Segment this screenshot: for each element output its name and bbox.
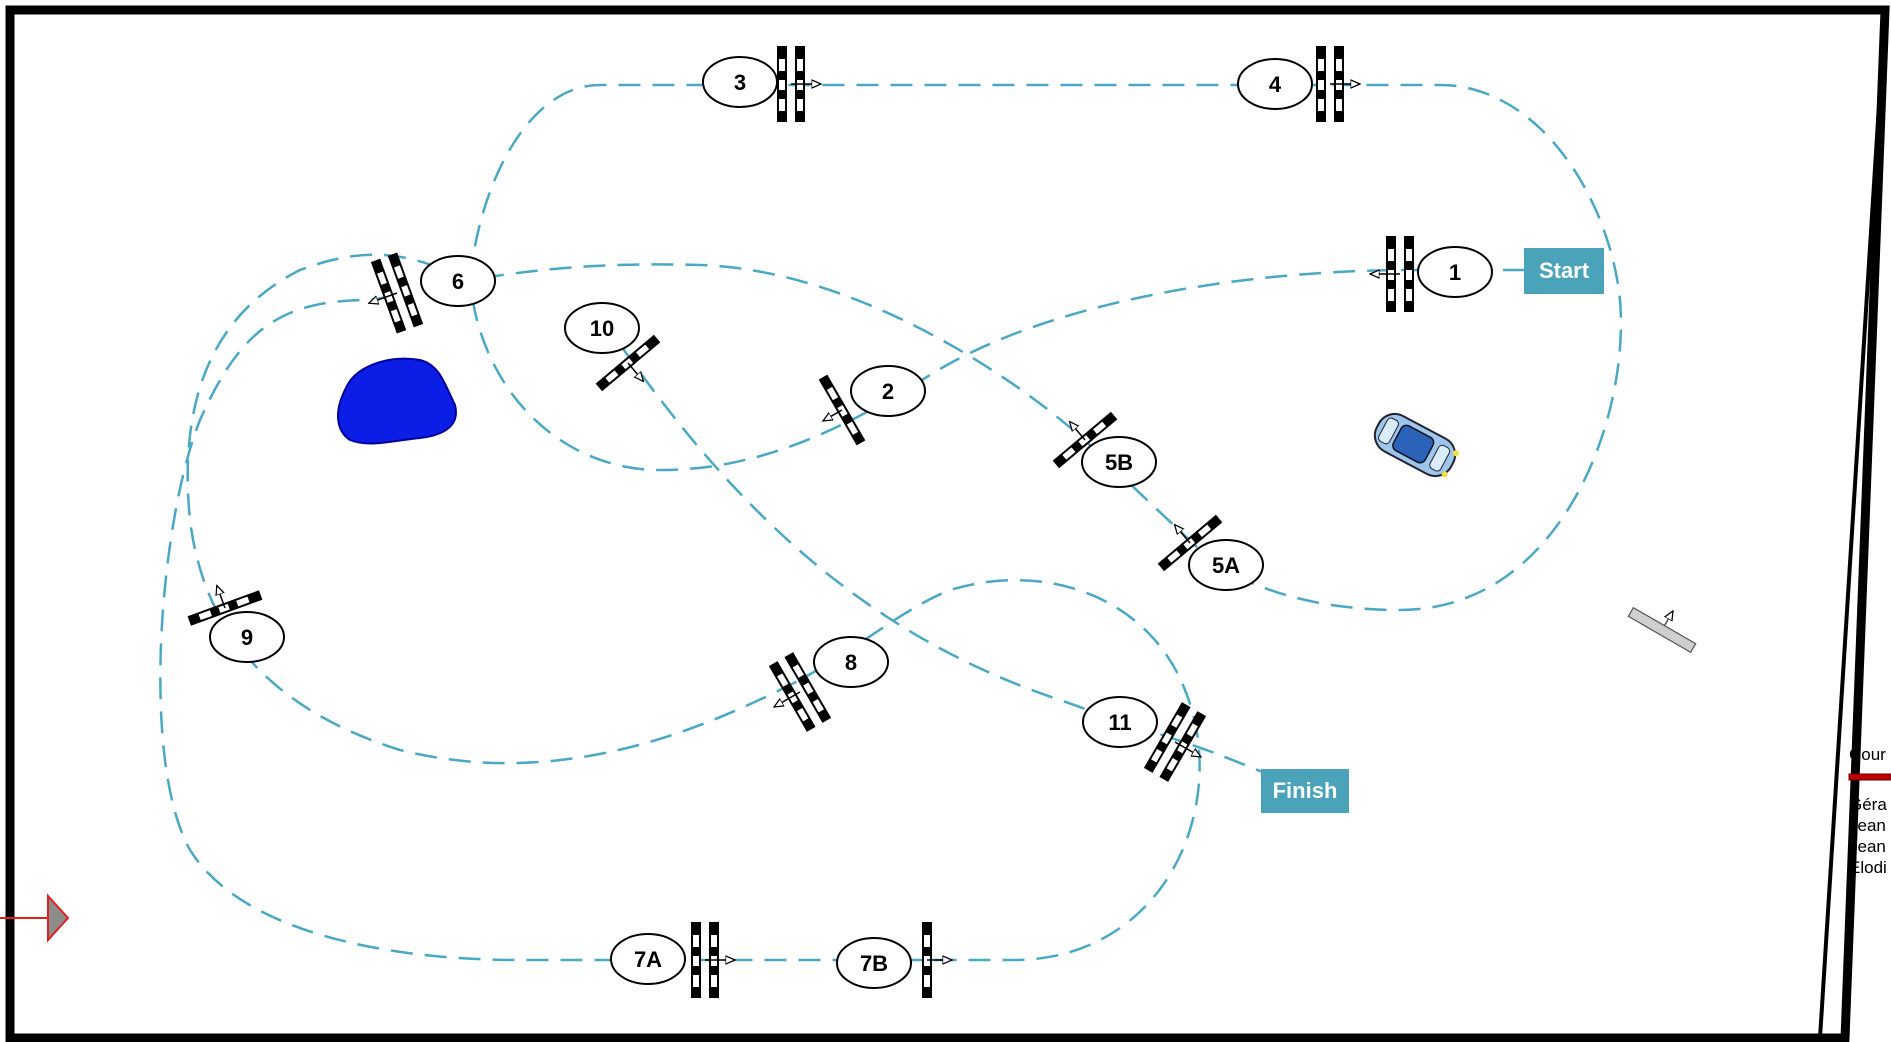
gate-11 — [1143, 702, 1207, 782]
finish-label: Finish — [1273, 778, 1338, 803]
obstacle-label-4: 4 — [1269, 72, 1282, 97]
gate-5A — [1157, 514, 1223, 572]
obstacle-label-8: 8 — [845, 650, 857, 675]
legend-name-1: Géra — [1849, 795, 1887, 814]
entry-arrow-icon — [0, 893, 70, 943]
label-ellipse-6 — [420, 255, 496, 307]
legend-name-2: Jean — [1849, 816, 1886, 835]
obstacle-label-9: 9 — [241, 625, 253, 650]
arena-inner-edge — [1818, 9, 1887, 1039]
label-ellipse-2 — [850, 365, 926, 417]
label-ellipse-5A — [1188, 539, 1264, 591]
gate-6 — [356, 252, 424, 334]
label-ellipse-10 — [564, 302, 640, 354]
legend-title: Cour — [1849, 745, 1886, 764]
legend-name-3: Jean — [1849, 837, 1886, 856]
gate-7A — [691, 922, 735, 998]
obstacle-label-6: 6 — [452, 269, 464, 294]
start-box — [1524, 248, 1604, 294]
obstacle-label-7A: 7A — [634, 947, 662, 972]
obstacle-label-3: 3 — [734, 70, 746, 95]
label-ellipse-7A — [610, 933, 686, 985]
gate-8 — [768, 652, 832, 732]
gate-1 — [1370, 236, 1414, 312]
gate-5B — [1052, 411, 1118, 469]
gate-9 — [187, 572, 263, 626]
start-label: Start — [1539, 258, 1590, 283]
legend-line — [1848, 773, 1891, 781]
car-icon — [1373, 412, 1459, 478]
label-ellipse-11 — [1082, 696, 1158, 748]
obstacle-label-1: 1 — [1449, 260, 1461, 285]
finish-box — [1261, 769, 1349, 813]
label-ellipse-8 — [813, 636, 889, 688]
label-ellipse-5B — [1081, 436, 1157, 488]
gate-4 — [1316, 46, 1360, 122]
arena-border — [5, 5, 1890, 1042]
label-ellipse-9 — [209, 611, 285, 663]
course-path — [159, 83, 1623, 962]
legend-name-4: Elodi — [1849, 858, 1887, 877]
obstacle-label-5A: 5A — [1212, 553, 1240, 578]
judge-marker-icon — [1627, 606, 1697, 654]
label-ellipse-1 — [1417, 246, 1493, 298]
obstacle-label-11: 11 — [1108, 710, 1131, 735]
gate-3 — [777, 46, 821, 122]
pond-shape — [337, 357, 457, 445]
obstacle-label-2: 2 — [882, 379, 894, 404]
gate-2 — [818, 374, 866, 446]
obstacle-label-10: 10 — [590, 316, 614, 341]
label-ellipse-4 — [1237, 58, 1313, 110]
gate-7B — [922, 922, 952, 998]
legend: Cour Géra Jean Jean Elodi — [1848, 745, 1891, 877]
label-ellipse-7B — [836, 937, 912, 989]
obstacle-label-7B: 7B — [860, 951, 888, 976]
gate-10 — [595, 334, 661, 392]
obstacle-label-5B: 5B — [1105, 450, 1133, 475]
label-ellipse-3 — [702, 56, 778, 108]
